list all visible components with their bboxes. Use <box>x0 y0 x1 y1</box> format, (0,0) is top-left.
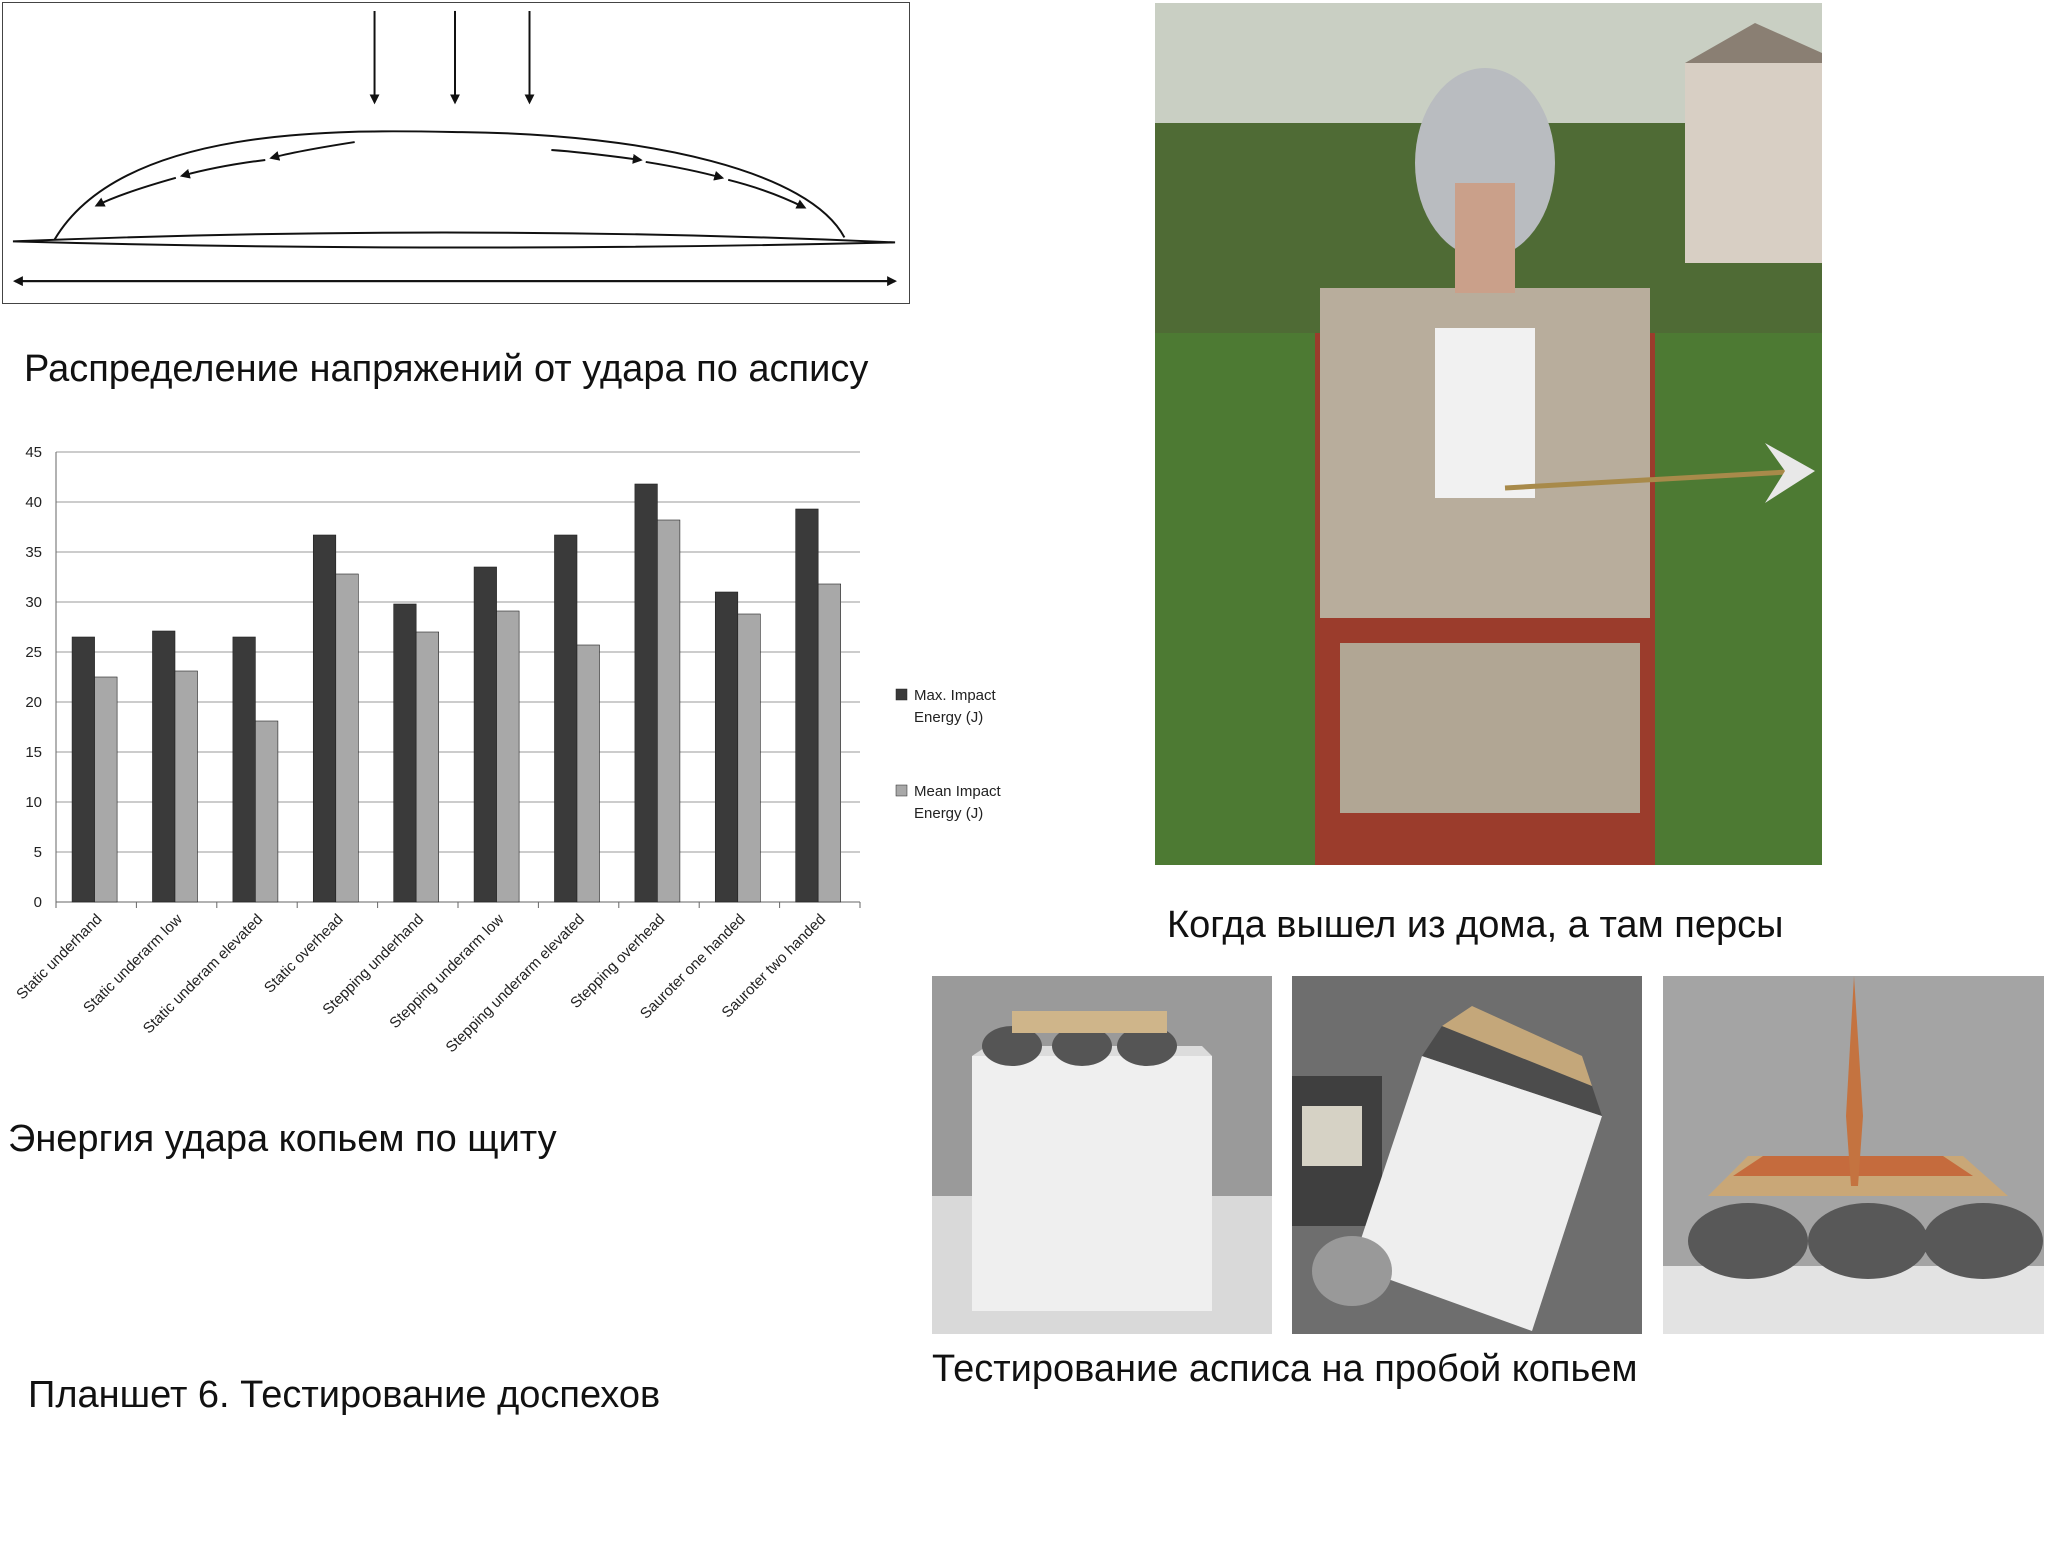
stress-caption: Распределение напряжений от удара по асп… <box>24 348 869 390</box>
y-tick-label: 0 <box>34 894 42 911</box>
y-tick-label: 25 <box>25 644 42 661</box>
bar-max <box>312 534 337 903</box>
bar-mean <box>737 613 761 903</box>
y-tick-label: 45 <box>25 444 42 461</box>
bar-mean <box>255 720 279 903</box>
bar-mean <box>94 676 118 903</box>
bar-max <box>473 566 497 903</box>
y-tick-labels: 0 5 10 15 20 25 30 35 40 45 <box>25 444 42 911</box>
y-tick-label: 40 <box>25 494 42 511</box>
y-tick-label: 20 <box>25 694 42 711</box>
y-tick-label: 15 <box>25 744 42 761</box>
y-tick-label: 10 <box>25 794 42 811</box>
stress-arrow <box>727 178 807 209</box>
stress-arrow <box>645 160 725 181</box>
stress-distribution-diagram <box>2 2 910 304</box>
bar-max <box>554 534 578 903</box>
y-tick-label: 5 <box>34 844 42 861</box>
bar-max <box>71 636 95 903</box>
stress-arrow <box>551 149 643 164</box>
bar-mean <box>174 670 198 903</box>
stress-arrow <box>179 158 266 179</box>
persians-caption: Когда вышел из дома, а там персы <box>1167 904 1784 946</box>
x-tick-label: Static underhand <box>13 911 105 1003</box>
shield-base <box>12 231 896 249</box>
bar-max <box>232 636 256 903</box>
hoplite-armor-photo <box>1155 3 1822 865</box>
chart-bars <box>71 483 842 903</box>
bar-mean <box>415 631 440 903</box>
bar-mean <box>817 583 842 903</box>
legend-swatch <box>895 784 908 797</box>
shield-test-photo-1 <box>932 976 1272 1334</box>
shield-test-photo-3 <box>1663 976 2044 1334</box>
bar-mean <box>576 644 600 903</box>
bar-mean <box>335 573 359 903</box>
y-tick-label: 35 <box>25 544 42 561</box>
stress-arrow <box>94 176 177 207</box>
board-title: Планшет 6. Тестирование доспехов <box>28 1374 661 1416</box>
shield-dome <box>53 130 846 240</box>
energy-caption: Энергия удара копьем по щиту <box>8 1118 557 1160</box>
x-tick-label: Static overhead <box>261 911 347 997</box>
bar-max <box>634 483 658 903</box>
bar-max <box>393 603 417 903</box>
x-tick-label: Stepping underarm elevated <box>443 911 588 1056</box>
legend-swatch <box>895 688 908 701</box>
spear-test-caption: Тестирование асписа на пробой копьем <box>932 1348 1638 1390</box>
shield-test-photo-2 <box>1292 976 1642 1334</box>
bar-max <box>152 630 176 903</box>
bar-mean <box>496 610 520 903</box>
stress-arrow <box>269 141 355 161</box>
bar-max <box>714 591 739 903</box>
y-tick-label: 30 <box>25 594 42 611</box>
bar-mean <box>657 519 681 903</box>
bar-max <box>795 508 819 903</box>
